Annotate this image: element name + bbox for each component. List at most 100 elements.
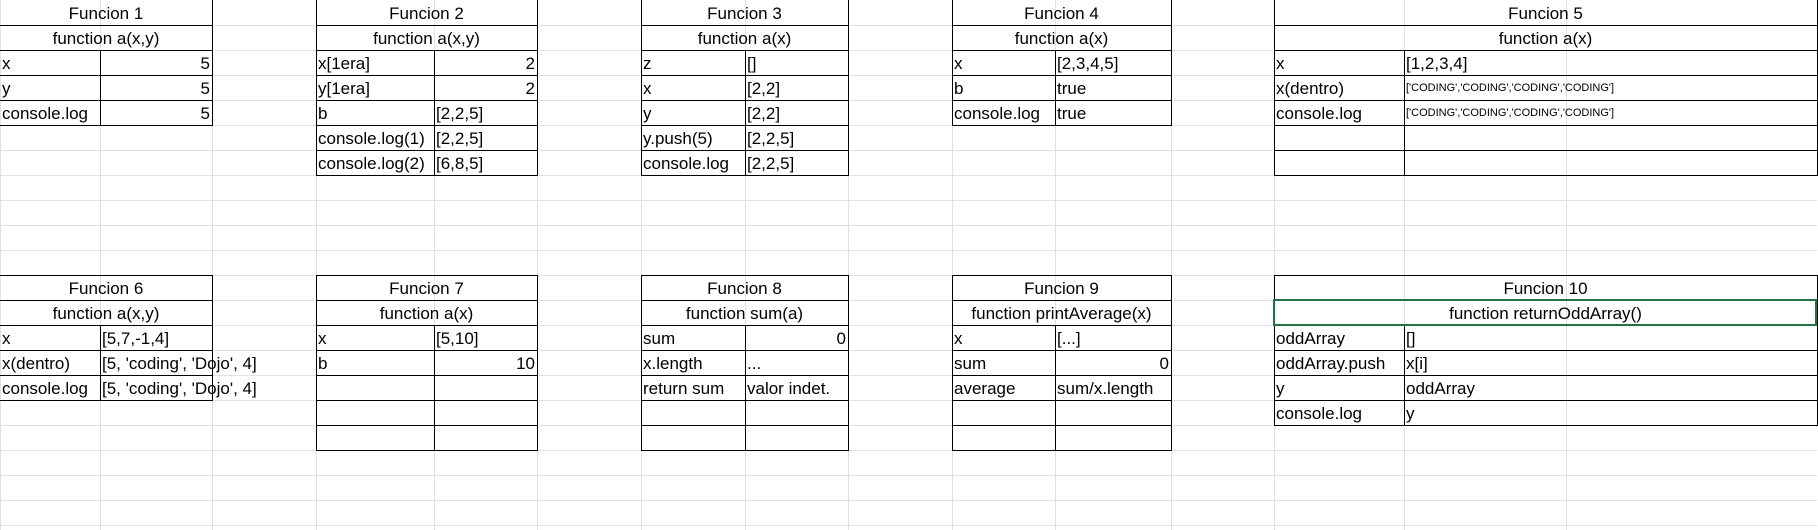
variable-value-cell[interactable]: 5 bbox=[200, 104, 210, 123]
variable-value-cell[interactable]: y bbox=[1406, 404, 1415, 423]
variable-name-cell[interactable]: x bbox=[954, 54, 963, 73]
variable-value-cell[interactable]: 2 bbox=[525, 54, 535, 73]
variable-name-cell[interactable]: x bbox=[318, 329, 327, 348]
function-title[interactable]: Funcion 4 bbox=[1024, 4, 1099, 23]
variable-name-cell[interactable]: console.log bbox=[2, 104, 89, 123]
variable-name-cell[interactable] bbox=[952, 425, 1055, 450]
variable-value-cell[interactable]: true bbox=[1057, 104, 1087, 123]
variable-value-cell[interactable] bbox=[434, 400, 537, 425]
function-title[interactable]: Funcion 10 bbox=[1503, 279, 1588, 298]
function-title[interactable]: Funcion 1 bbox=[68, 4, 144, 23]
variable-name-cell[interactable] bbox=[1274, 125, 1404, 150]
variable-name-cell[interactable]: oddArray bbox=[1276, 329, 1345, 348]
variable-value-cell[interactable] bbox=[745, 425, 848, 450]
variable-value-cell[interactable]: oddArray bbox=[1406, 379, 1475, 398]
variable-name-cell[interactable] bbox=[316, 375, 434, 400]
variable-value-cell[interactable]: [5,7,-1,4] bbox=[102, 329, 170, 348]
function-signature[interactable]: function a(x) bbox=[1498, 29, 1593, 48]
variable-value-cell[interactable]: sum/x.length bbox=[1057, 379, 1154, 398]
variable-name-cell[interactable]: average bbox=[954, 379, 1016, 398]
variable-name-cell[interactable]: x bbox=[2, 54, 11, 73]
variable-value-cell[interactable]: ['CODING','CODING','CODING','CODING'] bbox=[1406, 82, 1615, 94]
variable-name-cell[interactable]: oddArray.push bbox=[1276, 354, 1386, 373]
variable-name-cell[interactable] bbox=[1274, 150, 1404, 175]
variable-value-cell[interactable]: [6,8,5] bbox=[436, 154, 484, 173]
function-signature[interactable]: function returnOddArray() bbox=[1449, 304, 1642, 323]
variable-value-cell[interactable]: [5, 'coding', 'Dojo', 4] bbox=[102, 354, 257, 373]
variable-name-cell[interactable]: return sum bbox=[643, 379, 725, 398]
variable-name-cell[interactable] bbox=[641, 425, 745, 450]
variable-name-cell[interactable] bbox=[641, 400, 745, 425]
variable-name-cell[interactable]: x bbox=[643, 79, 652, 98]
variable-value-cell[interactable]: [2,2,5] bbox=[436, 104, 484, 123]
function-title[interactable]: Funcion 3 bbox=[707, 4, 782, 23]
variable-name-cell[interactable] bbox=[316, 400, 434, 425]
variable-value-cell[interactable]: true bbox=[1057, 79, 1087, 98]
variable-name-cell[interactable]: console.log bbox=[2, 379, 89, 398]
variable-name-cell[interactable]: y[1era] bbox=[318, 79, 370, 98]
variable-name-cell[interactable]: sum bbox=[643, 329, 676, 348]
variable-value-cell[interactable]: [2,3,4,5] bbox=[1057, 54, 1119, 73]
function-title[interactable]: Funcion 7 bbox=[389, 279, 464, 298]
function-title[interactable]: Funcion 5 bbox=[1508, 4, 1583, 23]
variable-value-cell[interactable]: [2,2,5] bbox=[747, 154, 795, 173]
function-signature[interactable]: function a(x) bbox=[1014, 29, 1109, 48]
variable-name-cell[interactable]: x bbox=[954, 329, 963, 348]
variable-value-cell[interactable] bbox=[745, 400, 848, 425]
function-signature[interactable]: function sum(a) bbox=[685, 304, 804, 323]
selected-cell[interactable] bbox=[1273, 299, 1817, 326]
variable-value-cell[interactable]: 5 bbox=[200, 54, 210, 73]
function-signature[interactable]: function printAverage(x) bbox=[971, 304, 1152, 323]
variable-value-cell[interactable] bbox=[1055, 400, 1171, 425]
variable-value-cell[interactable]: 0 bbox=[1159, 354, 1169, 373]
variable-value-cell[interactable] bbox=[1404, 150, 1817, 175]
variable-name-cell[interactable]: console.log bbox=[1276, 404, 1363, 423]
variable-value-cell[interactable] bbox=[434, 375, 537, 400]
variable-name-cell[interactable]: b bbox=[954, 79, 964, 98]
variable-name-cell[interactable]: y bbox=[2, 79, 11, 98]
variable-value-cell[interactable]: 2 bbox=[525, 79, 535, 98]
variable-value-cell[interactable]: [2,2] bbox=[747, 104, 781, 123]
variable-value-cell[interactable]: 10 bbox=[516, 354, 535, 373]
variable-value-cell[interactable]: [2,2] bbox=[747, 79, 781, 98]
variable-value-cell[interactable]: [2,2,5] bbox=[747, 129, 795, 148]
variable-value-cell[interactable]: [2,2,5] bbox=[436, 129, 484, 148]
variable-name-cell[interactable]: console.log bbox=[1276, 104, 1363, 123]
variable-name-cell[interactable]: sum bbox=[954, 354, 987, 373]
variable-name-cell[interactable]: x(dentro) bbox=[2, 354, 71, 373]
variable-value-cell[interactable]: 5 bbox=[200, 79, 210, 98]
variable-value-cell[interactable] bbox=[434, 425, 537, 450]
variable-name-cell[interactable]: console.log bbox=[954, 104, 1041, 123]
variable-name-cell[interactable]: b bbox=[318, 104, 328, 123]
variable-name-cell[interactable]: x.length bbox=[643, 354, 703, 373]
variable-value-cell[interactable]: 0 bbox=[836, 329, 846, 348]
variable-value-cell[interactable]: x[i] bbox=[1406, 354, 1428, 373]
variable-name-cell[interactable]: z bbox=[643, 54, 652, 73]
variable-value-cell[interactable]: [...] bbox=[1057, 329, 1081, 348]
variable-value-cell[interactable]: [5,10] bbox=[436, 329, 479, 348]
variable-value-cell[interactable]: [1,2,3,4] bbox=[1406, 54, 1468, 73]
variable-value-cell[interactable] bbox=[1055, 425, 1171, 450]
variable-name-cell[interactable]: y.push(5) bbox=[643, 129, 713, 148]
function-title[interactable]: Funcion 6 bbox=[68, 279, 144, 298]
variable-name-cell[interactable]: x bbox=[2, 329, 11, 348]
variable-name-cell[interactable] bbox=[316, 425, 434, 450]
variable-name-cell[interactable]: y bbox=[643, 104, 652, 123]
variable-name-cell[interactable]: x[1era] bbox=[318, 54, 370, 73]
variable-name-cell[interactable]: console.log(1) bbox=[318, 129, 425, 148]
variable-value-cell[interactable]: [5, 'coding', 'Dojo', 4] bbox=[102, 379, 257, 398]
variable-name-cell[interactable]: x bbox=[1276, 54, 1285, 73]
variable-value-cell[interactable]: [] bbox=[747, 54, 757, 73]
variable-name-cell[interactable]: console.log(2) bbox=[318, 154, 425, 173]
variable-value-cell[interactable]: ... bbox=[747, 354, 762, 373]
function-title[interactable]: Funcion 2 bbox=[389, 4, 464, 23]
variable-name-cell[interactable] bbox=[952, 400, 1055, 425]
function-signature[interactable]: function a(x,y) bbox=[373, 29, 480, 48]
variable-value-cell[interactable] bbox=[1404, 125, 1817, 150]
variable-name-cell[interactable]: console.log bbox=[643, 154, 730, 173]
variable-name-cell[interactable]: x(dentro) bbox=[1276, 79, 1345, 98]
variable-value-cell[interactable]: [] bbox=[1406, 329, 1416, 348]
function-title[interactable]: Funcion 8 bbox=[707, 279, 782, 298]
function-signature[interactable]: function a(x,y) bbox=[52, 304, 160, 323]
